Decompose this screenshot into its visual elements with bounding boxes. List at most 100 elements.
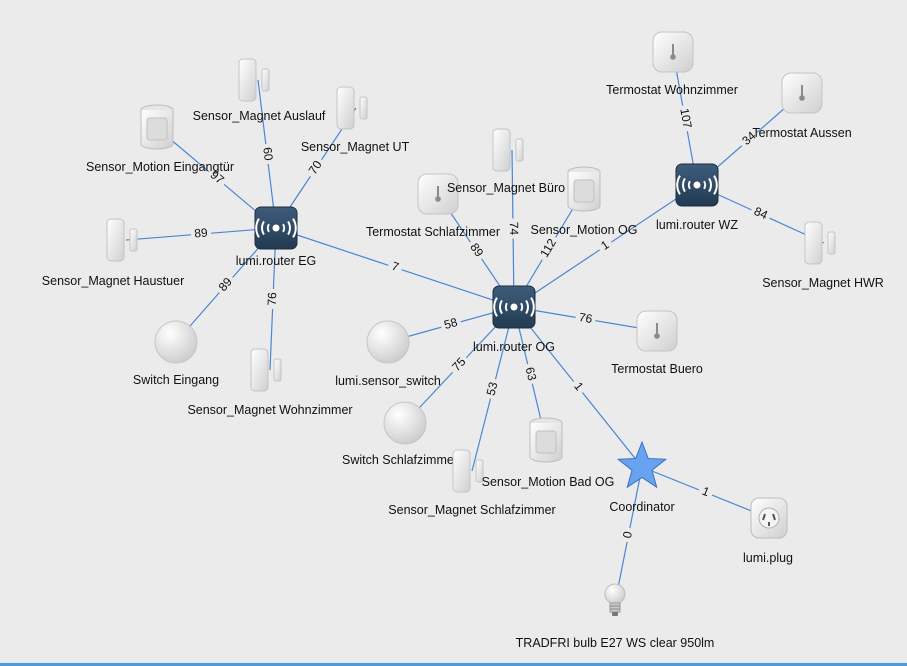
- edge-weight-label: 7: [390, 259, 401, 274]
- node-label: Sensor_Motion OG: [531, 223, 638, 237]
- switch-icon: [383, 401, 427, 445]
- edge-label-16: 1: [569, 376, 589, 396]
- node-motion-eingang[interactable]: Sensor_Motion Eingangtür: [86, 104, 234, 174]
- edge-label-bg: [303, 155, 326, 180]
- node-label: Coordinator: [609, 500, 674, 514]
- node-label: Sensor_Magnet HWR: [762, 276, 884, 290]
- edge-label-7: 89: [466, 237, 489, 262]
- edge-label-bg: [522, 362, 541, 385]
- edge-label-bg: [213, 272, 237, 296]
- edge-label-bg: [507, 218, 522, 239]
- router-icon: [675, 163, 719, 207]
- node-label: lumi.router EG: [236, 254, 317, 268]
- node-magnet-buero[interactable]: Sensor_Magnet Büro: [447, 128, 565, 195]
- edge-weight-label: 58: [442, 315, 459, 332]
- edge-label-bg: [677, 104, 696, 133]
- edge-weight-label: 60: [260, 146, 276, 161]
- edge-label-bg: [190, 225, 212, 240]
- router-icon: [492, 285, 536, 329]
- node-label: Sensor_Motion Bad OG: [482, 475, 615, 489]
- edge-label-20: 1: [697, 482, 715, 500]
- node-magnet-schlaf[interactable]: Sensor_Magnet Schlafzimmer: [388, 449, 556, 517]
- door-sensor-icon: [492, 128, 524, 172]
- door-sensor-icon: [452, 449, 484, 493]
- edge-weight-label: 89: [194, 225, 209, 240]
- star-icon: [616, 440, 668, 489]
- edge-label-bg: [386, 257, 405, 275]
- switch-icon: [154, 320, 198, 364]
- edge-label-bg: [260, 143, 277, 165]
- node-label: Sensor_Magnet Büro: [447, 181, 565, 195]
- edge-label-6: 7: [386, 257, 405, 275]
- node-magnet-ut[interactable]: Sensor_Magnet UT: [301, 86, 410, 154]
- edge-label-19: 84: [749, 202, 773, 223]
- node-magnet-haustuer[interactable]: Sensor_Magnet Haustuer: [42, 218, 184, 288]
- router-icon: [254, 206, 298, 250]
- switch-icon: [366, 320, 410, 364]
- edge-label-3: 89: [190, 225, 212, 241]
- door-sensor-icon: [250, 348, 282, 392]
- edge-weight-label: 76: [578, 310, 594, 326]
- edge-weight-label: 63: [523, 366, 540, 383]
- node-bulb[interactable]: TRADFRI bulb E27 WS clear 950lm: [516, 583, 715, 650]
- edge-label-18: 34: [736, 126, 761, 150]
- node-label: lumi.sensor_switch: [335, 374, 441, 388]
- thermostat-icon: [652, 31, 694, 73]
- edge-label-5: 76: [264, 288, 279, 310]
- edge-label-bg: [205, 165, 230, 189]
- node-label: Switch Schlafzimmer: [342, 453, 458, 467]
- node-label: Sensor_Magnet UT: [301, 140, 410, 154]
- node-label: lumi.plug: [743, 551, 793, 565]
- node-label: Sensor_Magnet Wohnzimmer: [187, 403, 352, 417]
- thermostat-icon: [781, 72, 823, 114]
- node-plug[interactable]: lumi.plug: [743, 497, 793, 565]
- node-motion-og[interactable]: Sensor_Motion OG: [531, 166, 638, 237]
- node-termo-wohn[interactable]: Termostat Wohnzimmer: [606, 31, 738, 97]
- edge-label-4: 89: [213, 272, 237, 296]
- door-sensor-icon: [238, 58, 270, 102]
- node-label: TRADFRI bulb E27 WS clear 950lm: [516, 636, 715, 650]
- edge-label-bg: [736, 126, 761, 150]
- node-router-wz[interactable]: lumi.router WZ: [656, 163, 738, 232]
- node-label: Termostat Buero: [611, 362, 703, 376]
- node-magnet-auslauf[interactable]: Sensor_Magnet Auslauf: [193, 58, 326, 123]
- node-label: Sensor_Motion Eingangtür: [86, 160, 234, 174]
- edge-label-0: 60: [260, 143, 277, 165]
- node-switch-schlaf[interactable]: Switch Schlafzimmer: [342, 401, 458, 467]
- edge-label-bg: [574, 309, 597, 326]
- node-termo-schlaf[interactable]: Termostat Schlafzimmer: [366, 173, 500, 239]
- node-magnet-wohnzimmer[interactable]: Sensor_Magnet Wohnzimmer: [187, 348, 353, 417]
- edge-label-bg: [482, 377, 501, 400]
- node-label: lumi.router OG: [473, 340, 555, 354]
- edge-label-11: 58: [439, 314, 462, 332]
- edge-label-1: 70: [303, 155, 326, 180]
- plug-icon: [750, 497, 788, 539]
- edge-label-15: 63: [522, 362, 541, 385]
- edge-label-8: 74: [507, 218, 522, 239]
- node-switch-eingang[interactable]: Switch Eingang: [133, 320, 219, 387]
- edge-label-bg: [446, 352, 470, 376]
- edge-label-13: 75: [446, 352, 470, 376]
- node-sensor-switch[interactable]: lumi.sensor_switch: [335, 320, 441, 388]
- node-router-eg[interactable]: lumi.router EG: [236, 206, 317, 268]
- bulb-icon: [604, 583, 626, 616]
- motion-sensor-icon: [140, 104, 174, 150]
- edge-label-bg: [569, 376, 589, 396]
- edge-label-2: 97: [205, 165, 230, 189]
- door-sensor-icon: [106, 218, 138, 262]
- node-coordinator[interactable]: Coordinator: [609, 440, 675, 514]
- node-termo-buero[interactable]: Termostat Buero: [611, 310, 703, 376]
- node-router-og[interactable]: lumi.router OG: [473, 285, 555, 354]
- node-termo-aussen[interactable]: Termostat Aussen: [752, 72, 852, 140]
- node-motion-bad[interactable]: Sensor_Motion Bad OG: [482, 417, 615, 489]
- door-sensor-icon: [336, 86, 368, 130]
- door-sensor-icon: [804, 221, 836, 265]
- edge-label-bg: [535, 233, 560, 263]
- node-label: Sensor_Magnet Schlafzimmer: [388, 503, 555, 517]
- edge-label-17: 107: [677, 104, 696, 133]
- node-label: Termostat Wohnzimmer: [606, 83, 738, 97]
- node-magnet-hwr[interactable]: Sensor_Magnet HWR: [762, 221, 884, 290]
- edge-label-9: 112: [535, 233, 560, 263]
- edge-weight-label: 53: [484, 380, 501, 397]
